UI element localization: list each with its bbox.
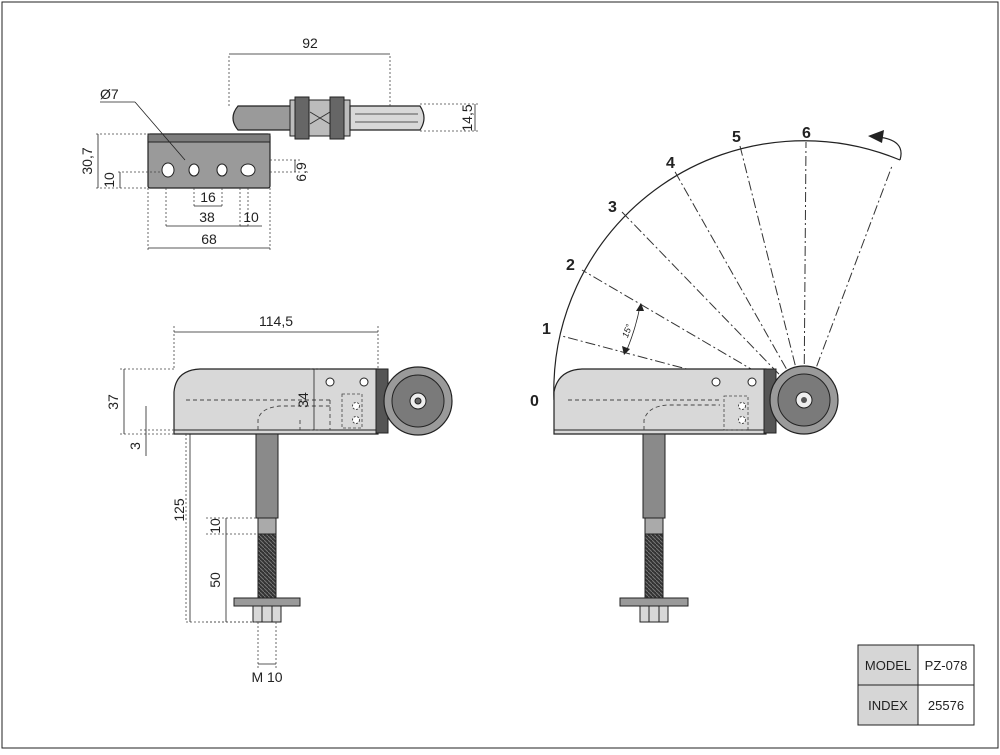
- pivot-hole: [359, 377, 369, 387]
- dim-10-left: 10: [101, 172, 117, 188]
- dim-10-bottom: 10: [243, 209, 259, 225]
- dim-m10: M 10: [251, 669, 282, 685]
- dim-38: 38: [199, 209, 215, 225]
- dim-6-9: 6,9: [293, 162, 309, 182]
- index-label: INDEX: [868, 698, 908, 713]
- dim-diameter-7: Ø7: [100, 86, 119, 102]
- slot-hole: [240, 163, 256, 177]
- hinge-body-rot: [553, 368, 767, 435]
- washer-plate: [233, 597, 301, 607]
- position-1: 1: [542, 321, 551, 338]
- hidden-hole: [352, 416, 360, 424]
- rotation-arrow-icon: [868, 130, 884, 143]
- pivot-hole: [325, 377, 335, 387]
- lever-arm: [349, 105, 425, 131]
- threaded-bolt: [257, 533, 277, 599]
- stem-rod: [255, 433, 279, 519]
- position-6: 6: [802, 125, 811, 142]
- position-5: 5: [732, 129, 741, 146]
- position-3: 3: [608, 199, 617, 216]
- side-view: 114,5 37 34 3 125 10 50 M 10: [105, 313, 453, 685]
- title-block: MODEL PZ-078 INDEX 25576: [857, 644, 975, 726]
- nut: [252, 605, 282, 623]
- dim-114-5: 114,5: [259, 313, 293, 329]
- dim-37: 37: [105, 394, 121, 410]
- dim-68: 68: [201, 231, 217, 247]
- dim-10-stem: 10: [207, 518, 223, 534]
- rotation-view: 15° 0 1 2 3 4 5 6: [530, 125, 902, 623]
- position-4: 4: [666, 155, 675, 172]
- round-hole: [216, 163, 228, 177]
- dim-92: 92: [302, 35, 318, 51]
- dim-16: 16: [200, 189, 216, 205]
- angle-lines: [556, 141, 893, 401]
- stem-neck: [257, 517, 277, 535]
- dim-125: 125: [171, 498, 187, 522]
- model-label: MODEL: [865, 658, 911, 673]
- round-hole: [188, 163, 200, 177]
- index-value: 25576: [928, 698, 964, 713]
- dim-30-7: 30,7: [79, 147, 95, 174]
- hinge-pin: [329, 96, 345, 140]
- top-view: 92 14,5 Ø7 30,7 10 6,9 16 38 10 68: [79, 35, 480, 250]
- model-value: PZ-078: [925, 658, 968, 673]
- hinge-pin: [294, 96, 310, 140]
- angle-step-label: 15°: [620, 322, 634, 339]
- dim-14-5: 14,5: [459, 104, 475, 131]
- rotation-arc: [553, 140, 901, 401]
- hinge-body: [173, 368, 379, 435]
- slot-hole: [161, 162, 175, 178]
- dim-50: 50: [207, 572, 223, 588]
- bracket-edge: [147, 133, 271, 143]
- hidden-hole: [352, 402, 360, 410]
- position-2: 2: [566, 257, 575, 274]
- dim-34: 34: [295, 392, 311, 408]
- dim-3: 3: [127, 442, 143, 450]
- position-0: 0: [530, 393, 539, 410]
